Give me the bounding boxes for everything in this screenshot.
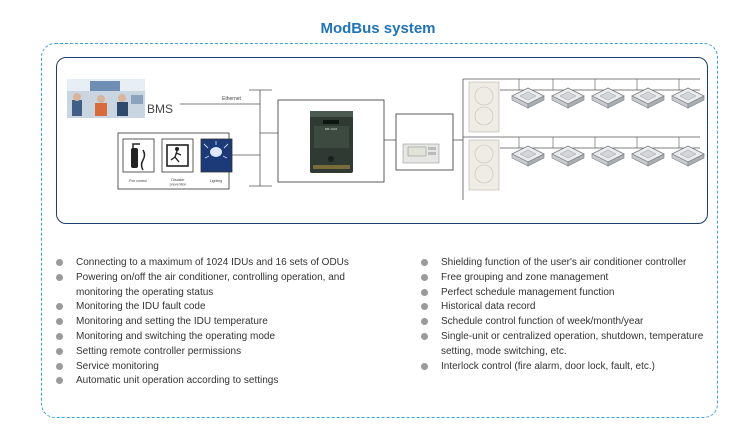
emergency-exit-icon xyxy=(161,138,194,173)
features-left: Connecting to a maximum of 1024 IDUs and… xyxy=(56,256,356,389)
outdoor-unit-bottom xyxy=(468,139,500,191)
lighting-icon xyxy=(200,138,233,173)
outdoor-unit-top xyxy=(468,81,500,133)
list-item: Monitoring the IDU fault code xyxy=(56,300,356,315)
list-item: Perfect schedule management function xyxy=(421,286,721,301)
fire-extinguisher-icon xyxy=(122,138,155,173)
list-item: Schedule control function of week/month/… xyxy=(421,315,721,330)
list-item: Setting remote controller permissions xyxy=(56,345,356,360)
cassette-unit-icon xyxy=(551,145,585,167)
cassette-unit-icon xyxy=(511,145,545,167)
list-item: Monitoring and setting the IDU temperatu… xyxy=(56,315,356,330)
lighting-label: Lighting xyxy=(210,179,223,183)
fire-control-label: Fire control xyxy=(129,179,147,183)
list-item: Shielding function of the user's air con… xyxy=(421,256,721,271)
cassette-unit-icon xyxy=(671,145,705,167)
cassette-unit-icon xyxy=(631,145,665,167)
list-item: Powering on/off the air conditioner, con… xyxy=(56,271,356,301)
cassette-unit-icon xyxy=(671,87,705,109)
bms-label: BMS xyxy=(147,102,173,116)
page-title: ModBus system xyxy=(320,20,436,37)
system-frame xyxy=(41,43,718,418)
wired-controller-icon xyxy=(402,143,440,164)
list-item: Single-unit or centralized operation, sh… xyxy=(421,330,721,360)
list-item: Service monitoring xyxy=(56,360,356,375)
cassette-unit-icon xyxy=(631,87,665,109)
list-item: Interlock control (fire alarm, door lock… xyxy=(421,360,721,375)
gateway-device xyxy=(310,111,353,173)
gateway-label: MB-1024 xyxy=(325,127,338,131)
features-right: Shielding function of the user's air con… xyxy=(421,256,721,374)
list-item: Automatic unit operation according to se… xyxy=(56,374,356,389)
list-item: Historical data record xyxy=(421,300,721,315)
bms-photo xyxy=(67,79,145,118)
cassette-unit-icon xyxy=(511,87,545,109)
list-item: Monitoring and switching the operating m… xyxy=(56,330,356,345)
cassette-unit-icon xyxy=(591,145,625,167)
cassette-unit-icon xyxy=(551,87,585,109)
list-item: Free grouping and zone management xyxy=(421,271,721,286)
cassette-unit-icon xyxy=(591,87,625,109)
ethernet-label: Ethernet xyxy=(222,96,242,102)
list-item: Connecting to a maximum of 1024 IDUs and… xyxy=(56,256,356,271)
